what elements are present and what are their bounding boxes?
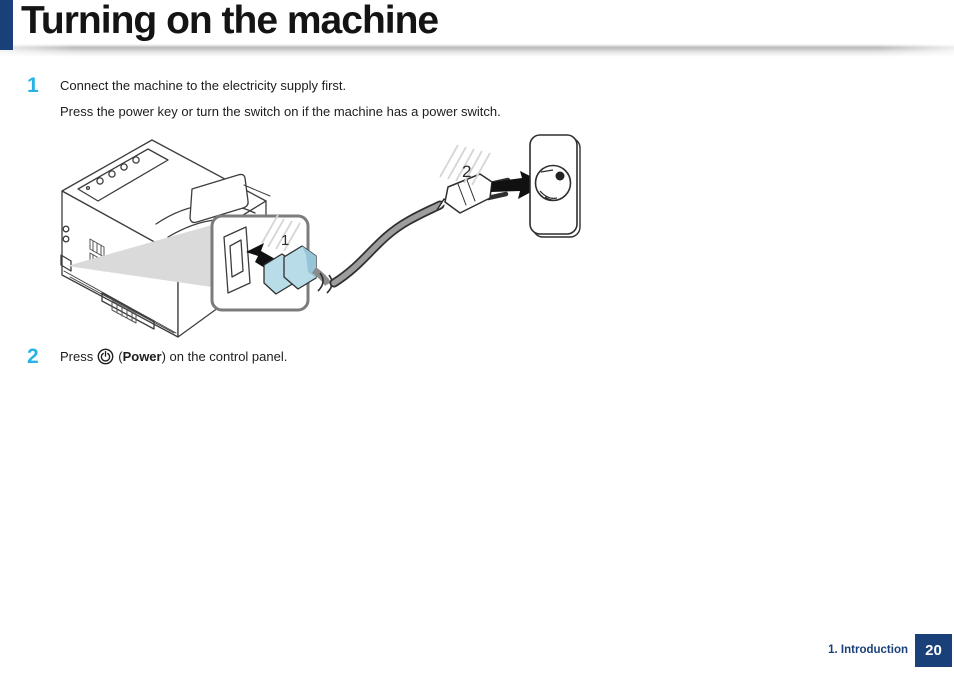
step-1-line-2: Press the power key or turn the switch o… — [60, 104, 501, 119]
power-inlet-callout: 1 — [210, 214, 333, 312]
open-paren: ( — [118, 349, 123, 364]
wall-outlet-icon — [529, 134, 581, 238]
callout-label-2: 2 — [462, 162, 471, 181]
power-cord — [329, 200, 445, 288]
power-icon — [97, 348, 114, 365]
power-plug-connector-icon — [263, 245, 332, 295]
step-1-line-1: Connect the machine to the electricity s… — [60, 78, 347, 93]
title-accent-bar — [0, 0, 13, 50]
power-inlet-icon — [223, 226, 251, 294]
title-divider — [0, 44, 954, 57]
step-2-line: Press (Power) on the control panel. — [60, 348, 287, 365]
power-label: Power — [122, 349, 162, 364]
step-2-prefix: Press — [60, 349, 94, 364]
callout-wedge — [67, 225, 212, 287]
wall-plug-icon — [436, 173, 511, 214]
step-2-number: 2 — [27, 345, 39, 368]
callout-label-1: 1 — [281, 232, 289, 249]
hatch-pattern — [261, 214, 301, 252]
step-1-number: 1 — [27, 74, 39, 97]
page-number-badge: 20 — [915, 634, 952, 667]
step-2-suffix: ) on the control panel. — [161, 349, 288, 364]
hatch-pattern — [439, 144, 491, 186]
power-connection-illustration: 1 — [60, 134, 581, 338]
footer-chapter-label: 1. Introduction — [828, 644, 908, 656]
step-2-text: (Power) on the control panel. — [118, 349, 287, 364]
page-title: Turning on the machine — [21, 0, 439, 42]
